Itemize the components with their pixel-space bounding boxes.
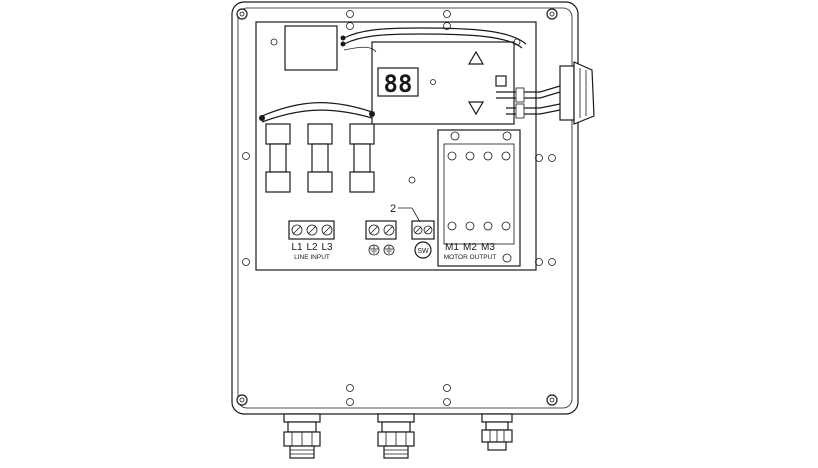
seven-segment-display: 88 xyxy=(377,67,436,98)
transformer-block xyxy=(284,25,338,71)
cable-glands xyxy=(283,413,513,459)
line-terminal-l1: L1 xyxy=(291,242,303,253)
square-stop-icon[interactable] xyxy=(495,75,507,87)
switch-terminal-label: SW xyxy=(417,248,429,255)
fuse-icon xyxy=(307,123,333,193)
screw-icon xyxy=(306,224,318,236)
motor-terminal-m3: M3 xyxy=(481,242,495,253)
line-terminal-l2: L2 xyxy=(306,242,318,253)
switch-terminal-block: SW xyxy=(411,220,435,259)
callout-number: 2 xyxy=(390,203,396,215)
fuse-icon xyxy=(349,123,375,193)
motor-terminal-m1: M1 xyxy=(445,242,459,253)
display-digits: 88 xyxy=(384,70,413,98)
screw-icon xyxy=(291,224,303,236)
ground-icon xyxy=(383,244,395,256)
motor-output-terminals: M1 M2 M3 MOTOR OUTPUT xyxy=(444,242,497,261)
display-board: 88 xyxy=(371,41,515,125)
motor-terminal-m2: M2 xyxy=(463,242,477,253)
fuse-icon xyxy=(265,123,291,193)
up-arrow-icon[interactable] xyxy=(467,50,485,65)
down-arrow-icon[interactable] xyxy=(467,101,485,116)
cable-gland-icon xyxy=(481,413,513,451)
screw-icon xyxy=(321,224,333,236)
line-input-terminal-block: L1 L2 L3 LINE INPUT xyxy=(288,220,335,261)
wire-harness-right xyxy=(496,85,561,119)
wire-harness-top xyxy=(340,27,527,53)
enclosure-corner-screws xyxy=(236,8,558,406)
line-input-caption: LINE INPUT xyxy=(294,254,330,261)
ground-terminal-block xyxy=(365,220,397,256)
ground-icon xyxy=(368,244,380,256)
line-terminal-l3: L3 xyxy=(321,242,333,253)
contactor-module xyxy=(437,129,521,267)
callout-2: 2 xyxy=(390,203,421,223)
fuse-holders xyxy=(265,123,375,193)
cable-gland-icon xyxy=(377,413,415,459)
wire-harness-fuses xyxy=(259,102,375,123)
cable-gland-icon xyxy=(283,413,321,459)
contactor-screws xyxy=(447,131,512,263)
motor-output-caption: MOTOR OUTPUT xyxy=(444,254,497,261)
side-switch-housing xyxy=(559,61,595,125)
